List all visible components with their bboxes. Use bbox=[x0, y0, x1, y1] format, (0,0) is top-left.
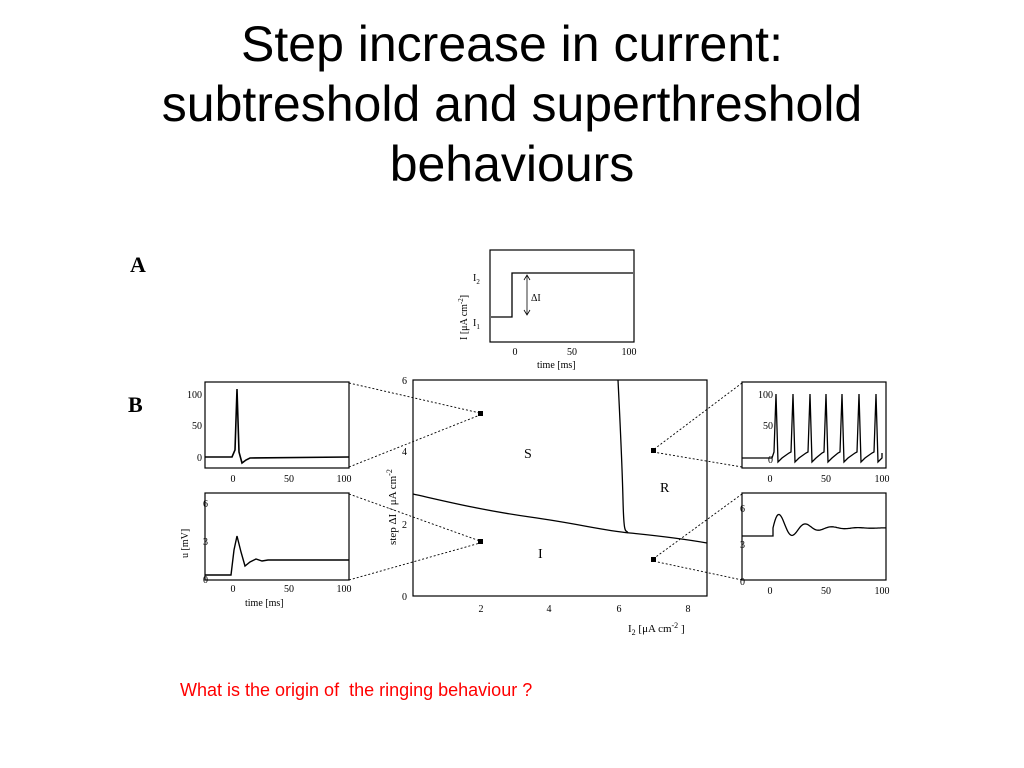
right-top-x-tick: 0 bbox=[768, 474, 773, 485]
left-top-x-tick: 0 bbox=[231, 474, 236, 485]
inset-a-step-trace bbox=[491, 272, 633, 318]
left-top-y-tick: 0 bbox=[197, 453, 202, 464]
right-bottom-x-tick: 100 bbox=[875, 586, 890, 597]
title-line-1: Step increase in current: bbox=[241, 16, 783, 72]
inset-a-xlabel: time [ms] bbox=[537, 360, 576, 371]
main-phase-diagram: 2 4 6 8 0 2 4 6 S I R I2 [μA cm-2 ] step ΔI / … bbox=[385, 376, 708, 637]
panel-b-label: B bbox=[128, 392, 143, 417]
left-bottom-x-tick: 50 bbox=[284, 584, 294, 595]
main-y-tick: 2 bbox=[402, 520, 407, 531]
slide-title: Step increase in current: subtreshold an… bbox=[40, 14, 984, 194]
main-y-tick: 0 bbox=[402, 592, 407, 603]
region-s-label: S bbox=[524, 447, 532, 462]
right-top-x-ticks: 0 50 100 bbox=[768, 474, 890, 485]
right-bottom-ringing-inset: 6 3 0 0 50 100 bbox=[740, 492, 890, 597]
right-bottom-y-ticks: 6 3 0 bbox=[740, 504, 745, 588]
connector-lines bbox=[348, 382, 743, 581]
main-x-tick: 6 bbox=[617, 604, 622, 615]
inset-a-x-tick: 0 bbox=[513, 347, 518, 358]
repetitive-boundary-curve bbox=[617, 379, 629, 534]
right-bottom-ringing-trace bbox=[742, 513, 886, 537]
right-top-y-tick: 50 bbox=[763, 421, 773, 432]
sample-point-s bbox=[478, 411, 483, 416]
right-top-repetitive-inset: 100 50 0 0 50 100 bbox=[741, 381, 890, 485]
inset-a-ytick-i1: I1 bbox=[473, 318, 480, 331]
main-x-tick: 8 bbox=[686, 604, 691, 615]
right-bottom-y-tick: 6 bbox=[740, 504, 745, 515]
threshold-boundary-curve bbox=[412, 493, 708, 544]
right-top-y-ticks: 100 50 0 bbox=[758, 390, 773, 466]
inset-a-ylabel: I [μA cm-2] bbox=[457, 295, 470, 340]
left-top-x-tick: 50 bbox=[284, 474, 294, 485]
main-ylabel: step ΔI / μA cm-2 bbox=[385, 469, 399, 545]
title-line-2: subtreshold and superthreshold bbox=[161, 76, 863, 132]
left-top-y-tick: 100 bbox=[187, 390, 202, 401]
sample-point-i bbox=[478, 539, 483, 544]
main-frame bbox=[412, 379, 708, 597]
main-x-tick: 4 bbox=[547, 604, 552, 615]
left-bottom-x-tick: 100 bbox=[337, 584, 352, 595]
inset-a-delta-label: ΔI bbox=[531, 293, 541, 304]
inset-a-arrow-up bbox=[523, 274, 531, 281]
left-bottom-subthreshold-inset: 6 3 0 0 50 100 u [mV] time [ms] bbox=[180, 492, 352, 609]
left-bottom-x-tick: 0 bbox=[231, 584, 236, 595]
right-top-x-tick: 100 bbox=[875, 474, 890, 485]
left-bottom-voltage-trace bbox=[205, 535, 349, 576]
panel-a-label: A bbox=[130, 252, 146, 277]
left-top-voltage-trace bbox=[205, 388, 350, 465]
main-y-tick: 6 bbox=[402, 376, 407, 387]
inset-a-frame bbox=[489, 249, 635, 343]
left-bottom-ylabel: u [mV] bbox=[180, 529, 191, 558]
main-x-ticks: 2 4 6 8 bbox=[479, 604, 691, 615]
left-bottom-y-tick: 6 bbox=[203, 499, 208, 510]
left-top-spike-inset: 100 50 0 0 50 100 bbox=[187, 381, 352, 485]
right-bottom-y-tick: 0 bbox=[740, 577, 745, 588]
left-top-x-ticks: 0 50 100 bbox=[231, 474, 352, 485]
inset-a-x-tick: 100 bbox=[622, 347, 637, 358]
right-top-y-tick: 100 bbox=[758, 390, 773, 401]
title-line-3: behaviours bbox=[389, 136, 635, 192]
main-y-ticks: 0 2 4 6 bbox=[402, 376, 407, 603]
left-bottom-frame bbox=[204, 492, 350, 581]
left-bottom-xlabel: time [ms] bbox=[245, 598, 284, 609]
left-top-y-tick: 50 bbox=[192, 421, 202, 432]
left-top-frame bbox=[204, 381, 350, 469]
right-bottom-x-ticks: 0 50 100 bbox=[768, 586, 890, 597]
right-bottom-y-tick: 3 bbox=[740, 540, 745, 551]
right-top-frame bbox=[741, 381, 887, 469]
sample-point-ringing bbox=[651, 557, 656, 562]
ringing-question: What is the origin of the ringing behavi… bbox=[180, 680, 533, 700]
right-top-y-tick: 0 bbox=[768, 455, 773, 466]
inset-a-current-step: ΔI I2 I1 I [μA cm-2] 0 50 100 time [ms] bbox=[457, 249, 637, 371]
inset-a-x-ticks: 0 50 100 bbox=[513, 347, 637, 358]
inset-a-ytick-i2: I2 bbox=[473, 273, 480, 286]
main-y-tick: 4 bbox=[402, 447, 407, 458]
inset-a-x-tick: 50 bbox=[567, 347, 577, 358]
right-bottom-x-tick: 50 bbox=[821, 586, 831, 597]
left-bottom-y-tick: 3 bbox=[203, 537, 208, 548]
main-x-tick: 2 bbox=[479, 604, 484, 615]
region-r-label: R bbox=[660, 481, 670, 496]
inset-a-arrow-down bbox=[523, 309, 531, 316]
left-top-y-ticks: 100 50 0 bbox=[187, 390, 202, 464]
left-top-x-tick: 100 bbox=[337, 474, 352, 485]
left-bottom-y-tick: 0 bbox=[203, 575, 208, 586]
main-xlabel: I2 [μA cm-2 ] bbox=[628, 621, 685, 637]
right-bottom-x-tick: 0 bbox=[768, 586, 773, 597]
right-top-x-tick: 50 bbox=[821, 474, 831, 485]
right-top-spike-train bbox=[742, 393, 883, 464]
region-i-label: I bbox=[538, 547, 543, 562]
left-bottom-x-ticks: 0 50 100 bbox=[231, 584, 352, 595]
left-bottom-y-ticks: 6 3 0 bbox=[203, 499, 208, 586]
sample-point-r bbox=[651, 448, 656, 453]
